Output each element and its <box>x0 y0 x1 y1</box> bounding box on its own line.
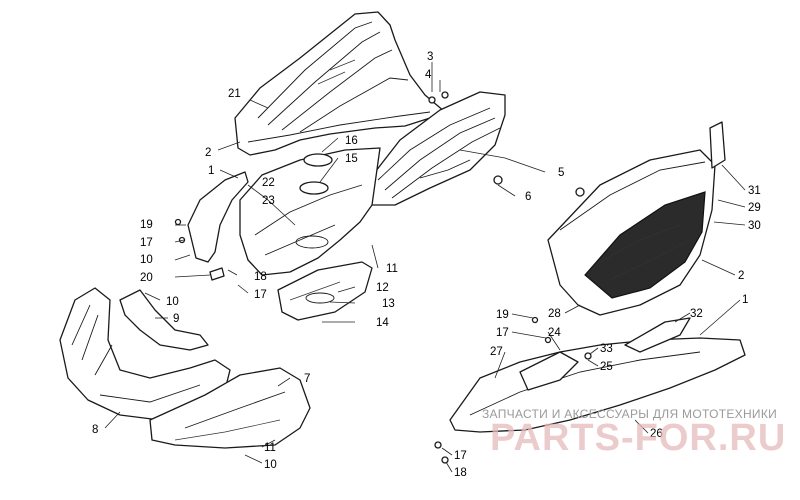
callout-8: 8 <box>92 424 98 436</box>
callout-17: 17 <box>454 450 467 462</box>
hardware-fasteners <box>174 91 592 464</box>
callout-2: 2 <box>738 270 744 282</box>
belly-pan <box>187 147 381 276</box>
callout-4: 4 <box>425 69 432 81</box>
callout-labels: 3 4 21 2 16 15 1 22 23 5 6 19 17 10 20 1… <box>92 51 761 479</box>
leader-lines <box>104 62 746 473</box>
callout-5: 5 <box>558 167 564 179</box>
front-bumper <box>59 287 231 421</box>
callout-19: 19 <box>140 219 153 231</box>
callout-24: 24 <box>548 327 561 339</box>
right-bottom-skid-plate <box>449 317 746 433</box>
callout-20: 20 <box>140 272 153 284</box>
callout-29: 29 <box>748 202 761 214</box>
callout-17: 17 <box>254 289 267 301</box>
callout-9: 9 <box>173 313 179 325</box>
callout-15: 15 <box>345 153 358 165</box>
callout-12: 12 <box>376 282 389 294</box>
callout-6: 6 <box>525 191 531 203</box>
skid-plate-upper <box>277 261 373 321</box>
right-side-panel <box>547 121 726 316</box>
callout-2: 2 <box>205 147 211 159</box>
bottom-skid-plate <box>149 367 311 449</box>
callout-10: 10 <box>140 254 153 266</box>
callout-19: 19 <box>496 309 509 321</box>
watermark-logo-text: PARTS-FOR.RU <box>490 417 786 459</box>
callout-17: 17 <box>140 237 153 249</box>
callout-11: 11 <box>264 442 276 454</box>
callout-31: 31 <box>748 185 761 197</box>
callout-23: 23 <box>262 195 275 207</box>
callout-18: 18 <box>254 271 267 283</box>
callout-17: 17 <box>496 327 509 339</box>
watermark: ЗАПЧАСТИ И АКСЕССУАРЫ ДЛЯ МОТОТЕХНИКИ PA… <box>482 407 786 459</box>
callout-1: 1 <box>742 294 748 306</box>
callout-26: 26 <box>650 428 663 440</box>
callout-30: 30 <box>748 220 761 232</box>
callout-28: 28 <box>548 308 561 320</box>
callout-13: 13 <box>382 298 395 310</box>
callout-22: 22 <box>262 177 275 189</box>
callout-10: 10 <box>166 296 179 308</box>
callout-1: 1 <box>208 165 214 177</box>
callout-21: 21 <box>228 88 241 100</box>
callout-11: 11 <box>386 263 398 275</box>
callout-32: 32 <box>690 308 703 320</box>
callout-10: 10 <box>264 459 277 471</box>
callout-27: 27 <box>490 346 503 358</box>
callout-25: 25 <box>600 361 613 373</box>
watermark-caption: ЗАПЧАСТИ И АКСЕССУАРЫ ДЛЯ МОТОТЕХНИКИ <box>482 407 777 421</box>
callout-7: 7 <box>304 373 310 385</box>
callout-33: 33 <box>600 343 613 355</box>
callout-3: 3 <box>427 51 433 63</box>
side-louver-panel <box>364 91 506 206</box>
callout-18: 18 <box>454 467 467 479</box>
callout-14: 14 <box>376 317 389 329</box>
callout-16: 16 <box>345 135 358 147</box>
